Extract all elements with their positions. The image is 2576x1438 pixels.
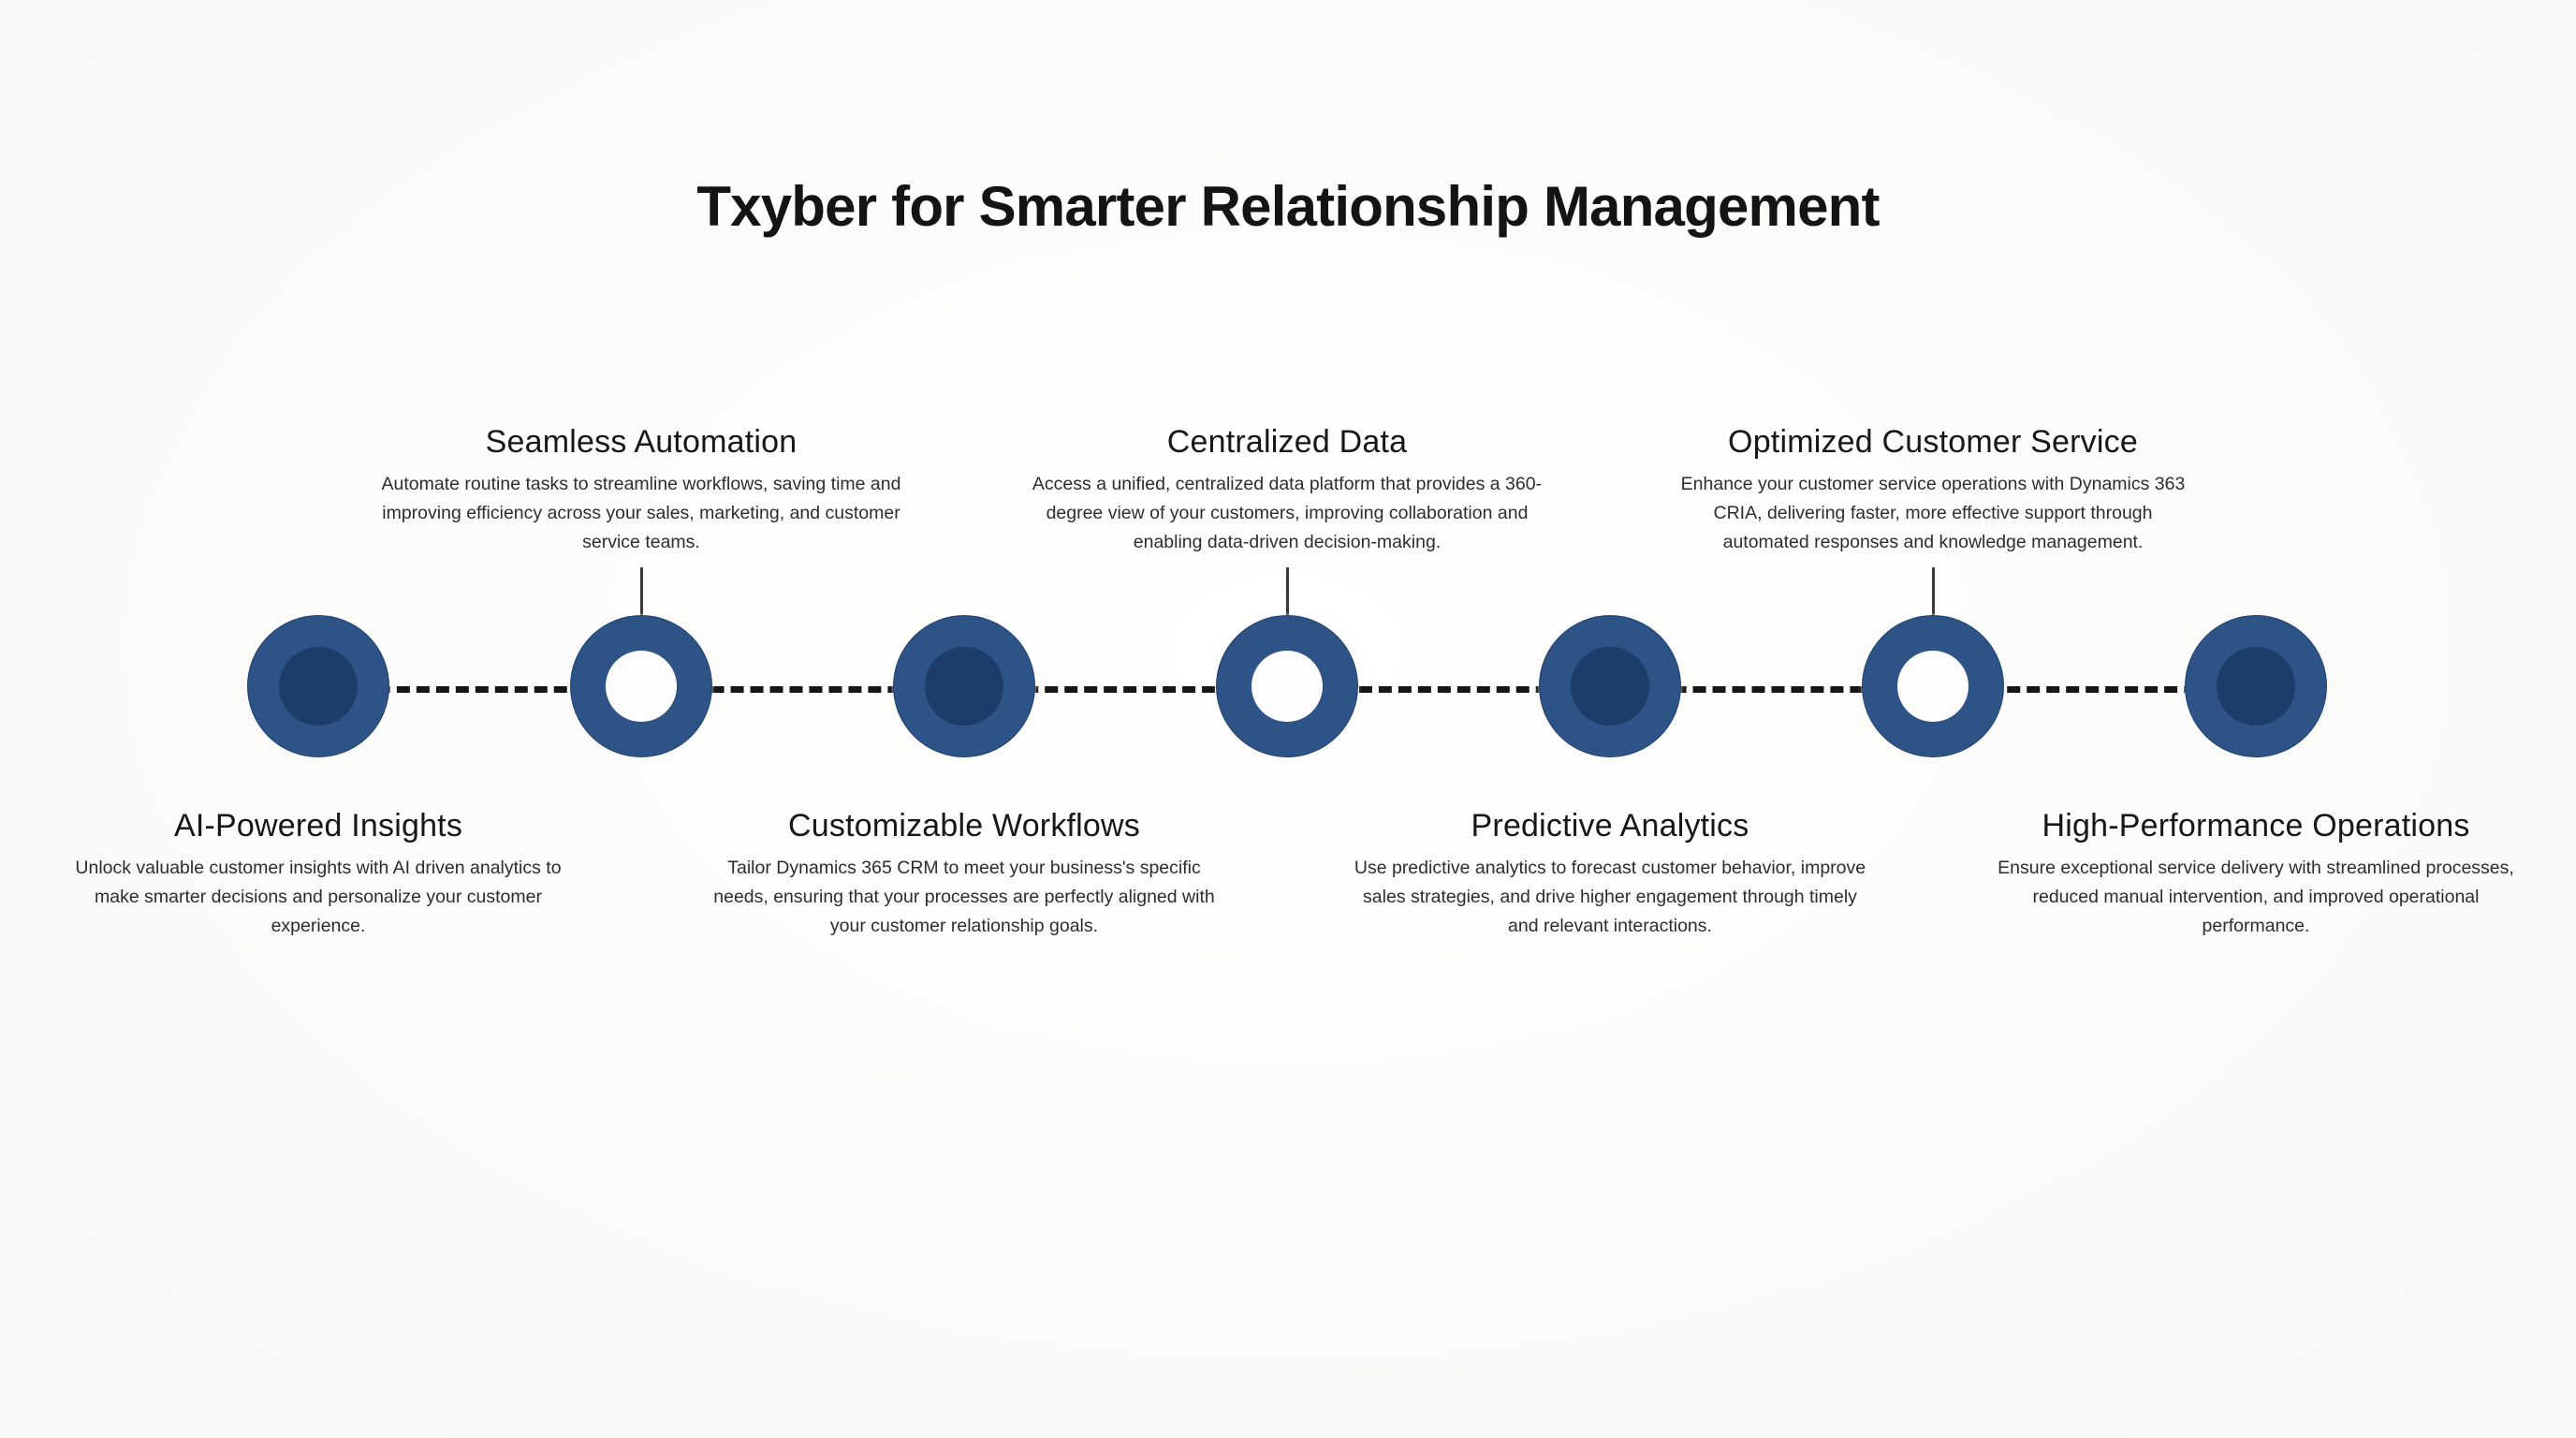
timeline-node-1[interactable]: [247, 615, 389, 757]
timeline-node-3[interactable]: [893, 615, 1035, 757]
bottom-label-heading: High-Performance Operations: [2042, 808, 2470, 844]
timeline-node-core: [925, 647, 1003, 726]
bottom-label-heading: Predictive Analytics: [1471, 808, 1749, 844]
timeline-node-2[interactable]: [570, 615, 712, 757]
bottom-label-body: Use predictive analytics to forecast cus…: [1354, 858, 1866, 936]
connector-stem-3: [1931, 567, 1935, 620]
bottom-label-heading: Customizable Workflows: [788, 808, 1140, 844]
timeline-node-6[interactable]: [1862, 615, 2004, 757]
timeline-node-core: [606, 651, 677, 722]
timeline-node-core: [1571, 647, 1649, 726]
timeline-node-5[interactable]: [1539, 615, 1681, 757]
timeline-node-core: [1251, 651, 1323, 722]
top-label-heading: Centralized Data: [1166, 424, 1408, 460]
top-label-heading: Seamless Automation: [485, 424, 798, 460]
top-label-body: Access a unified, centralized data platf…: [1032, 474, 1543, 552]
timeline-node-core: [2217, 647, 2295, 726]
bottom-label-heading: AI-Powered Insights: [173, 808, 463, 844]
timeline-node-core: [1897, 651, 1969, 722]
timeline-node-7[interactable]: [2185, 615, 2327, 757]
bottom-label-body: Tailor Dynamics 365 CRM to meet your bus…: [713, 858, 1215, 936]
bottom-label-body: Unlock valuable customer insights with A…: [75, 858, 562, 936]
top-label-body: Enhance your customer service operations…: [1680, 474, 2186, 552]
page-title: Txyber for Smarter Relationship Manageme…: [696, 175, 1880, 238]
timeline-node-core: [279, 647, 358, 726]
connector-stem-2: [1285, 567, 1289, 620]
connector-stem-1: [639, 567, 643, 620]
top-label-heading: Optimized Customer Service: [1728, 424, 2138, 460]
bottom-label-body: Ensure exceptional service delivery with…: [1998, 858, 2514, 936]
timeline-node-4[interactable]: [1216, 615, 1358, 757]
top-label-body: Automate routine tasks to streamline wor…: [381, 474, 901, 552]
